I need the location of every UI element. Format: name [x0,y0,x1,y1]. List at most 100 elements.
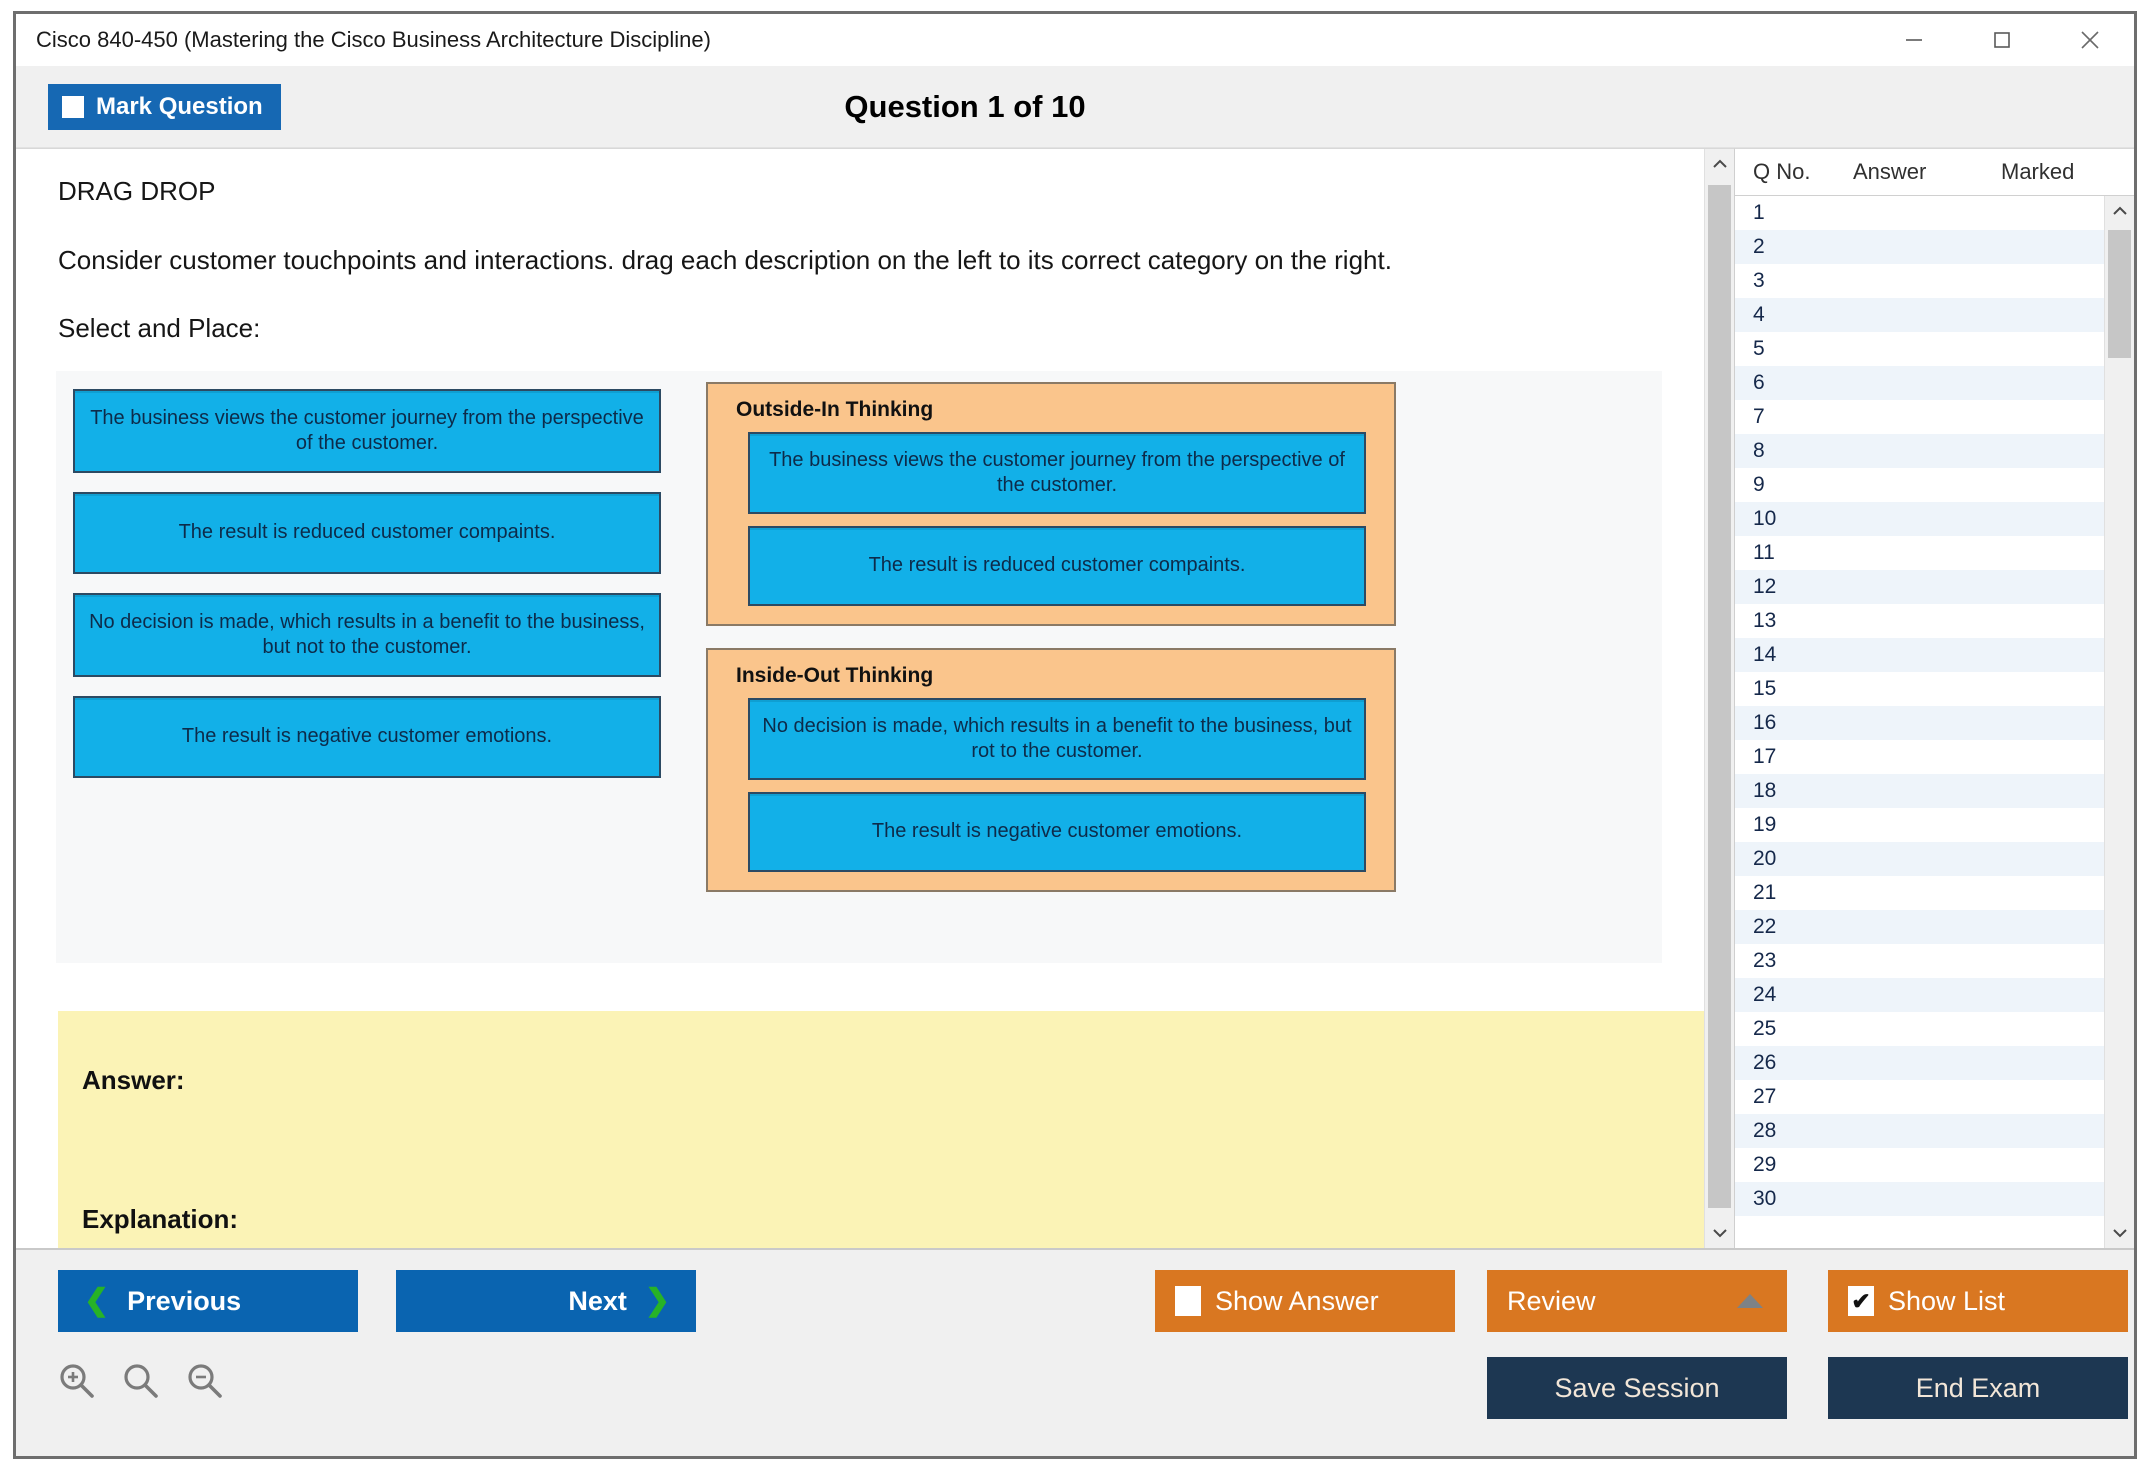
show-answer-checkbox-icon[interactable] [1175,1286,1201,1316]
question-list-row[interactable]: 9 [1735,468,2104,502]
chevron-right-icon: ❯ [644,1284,670,1317]
question-list-row[interactable]: 6 [1735,366,2104,400]
content-scroll-thumb[interactable] [1708,185,1731,1208]
show-answer-button[interactable]: Show Answer [1155,1270,1455,1332]
answer-explanation-panel: Answer: Explanation: [58,1010,1704,1248]
question-list-cell-no: 5 [1753,337,1765,360]
drop-category-inside-out[interactable]: Inside-Out Thinking No decision is made,… [706,647,1396,892]
mark-question-button[interactable]: Mark Question [48,83,281,130]
question-list-row[interactable]: 23 [1735,944,2104,978]
question-list-row[interactable]: 12 [1735,570,2104,604]
mark-question-checkbox-icon[interactable] [62,95,84,118]
column-header-qno: Q No. [1753,159,1811,184]
question-list-cell-no: 2 [1753,235,1765,258]
question-list-row[interactable]: 13 [1735,604,2104,638]
question-scroll-region: DRAG DROP Consider customer touchpoints … [16,149,1704,1248]
drag-source-item[interactable]: The result is reduced customer compaints… [73,491,661,574]
dropped-item[interactable]: No decision is made, which results in a … [748,697,1366,780]
drop-category-title: Outside-In Thinking [736,397,934,421]
dropped-item[interactable]: The result is reduced customer compaints… [748,525,1366,606]
zoom-in-icon[interactable] [56,1360,98,1407]
question-list-cell-no: 18 [1753,779,1777,802]
zoom-reset-icon[interactable] [120,1360,162,1407]
question-list-row[interactable]: 1 [1735,196,2104,230]
question-list-row[interactable]: 15 [1735,672,2104,706]
question-list-row[interactable]: 10 [1735,502,2104,536]
question-list-row[interactable]: 27 [1735,1080,2104,1114]
scroll-up-arrow-icon[interactable] [1705,149,1734,179]
question-list-row[interactable]: 28 [1735,1114,2104,1148]
close-icon[interactable] [2046,14,2134,66]
drag-source-item[interactable]: The result is negative customer emotions… [73,695,661,778]
dropped-item[interactable]: The result is negative customer emotions… [748,791,1366,872]
list-scroll-down-arrow-icon[interactable] [2105,1218,2134,1248]
column-header-answer: Answer [1853,159,1927,184]
question-prompt: Consider customer touchpoints and intera… [58,244,1392,275]
minimize-icon[interactable] [1870,14,1958,66]
question-list-cell-no: 20 [1753,847,1777,870]
question-list-row[interactable]: 24 [1735,978,2104,1012]
question-type-label: DRAG DROP [58,176,216,206]
drag-source-column: The business views the customer journey … [73,388,661,797]
maximize-icon[interactable] [1958,14,2046,66]
show-list-button[interactable]: ✔ Show List [1828,1270,2128,1332]
question-list-row[interactable]: 8 [1735,434,2104,468]
question-list-row[interactable]: 25 [1735,1012,2104,1046]
drop-category-title: Inside-Out Thinking [736,663,934,687]
drag-source-item[interactable]: The business views the customer journey … [73,388,661,473]
question-content-area: DRAG DROP Consider customer touchpoints … [16,148,1734,1248]
question-list-row[interactable]: 2 [1735,230,2104,264]
content-scroll-track[interactable] [1705,179,1734,1218]
question-list-row[interactable]: 16 [1735,706,2104,740]
review-label: Review [1507,1285,1596,1316]
explanation-label: Explanation: [82,1203,239,1234]
question-list-row[interactable]: 18 [1735,774,2104,808]
question-list-row[interactable]: 22 [1735,910,2104,944]
question-list-row[interactable]: 14 [1735,638,2104,672]
show-list-checkbox-icon[interactable]: ✔ [1848,1286,1874,1316]
end-exam-label: End Exam [1915,1372,2041,1403]
question-list-row[interactable]: 29 [1735,1148,2104,1182]
question-list-row[interactable]: 21 [1735,876,2104,910]
question-list-cell-no: 24 [1753,983,1777,1006]
content-scrollbar[interactable] [1704,149,1734,1248]
save-session-label: Save Session [1554,1372,1720,1403]
question-list-cell-no: 1 [1753,201,1765,224]
drag-drop-canvas: The business views the customer journey … [56,370,1662,963]
question-list-cell-no: 11 [1753,541,1775,564]
question-list-scrollbar[interactable] [2104,196,2134,1248]
next-button[interactable]: Next ❯ [396,1270,696,1332]
next-label: Next [568,1285,627,1316]
question-list-cell-no: 19 [1753,813,1777,836]
window-controls [1870,14,2134,66]
review-dropdown-button[interactable]: Review [1487,1270,1787,1332]
question-list-row[interactable]: 20 [1735,842,2104,876]
question-list-cell-no: 29 [1753,1153,1777,1176]
question-list-row[interactable]: 7 [1735,400,2104,434]
zoom-out-icon[interactable] [184,1360,226,1407]
drag-source-item[interactable]: No decision is made, which results in a … [73,592,661,677]
question-list-cell-no: 17 [1753,745,1777,768]
question-list-row[interactable]: 30 [1735,1182,2104,1216]
question-list-row[interactable]: 4 [1735,298,2104,332]
window-title: Cisco 840-450 (Mastering the Cisco Busin… [36,27,711,52]
question-list-cell-no: 27 [1753,1085,1777,1108]
end-exam-button[interactable]: End Exam [1828,1357,2128,1419]
question-list-row[interactable]: 11 [1735,536,2104,570]
dropped-item[interactable]: The business views the customer journey … [748,431,1366,514]
question-list-cell-no: 3 [1753,269,1765,292]
previous-button[interactable]: ❮ Previous [58,1270,358,1332]
question-list-cell-no: 23 [1753,949,1777,972]
scroll-down-arrow-icon[interactable] [1705,1218,1734,1248]
question-list-row[interactable]: 26 [1735,1046,2104,1080]
list-scroll-track[interactable] [2105,226,2134,1218]
drop-category-outside-in[interactable]: Outside-In Thinking The business views t… [706,381,1396,626]
question-list-row[interactable]: 3 [1735,264,2104,298]
question-list-row[interactable]: 5 [1735,332,2104,366]
list-scroll-thumb[interactable] [2108,230,2131,358]
question-list-row[interactable]: 17 [1735,740,2104,774]
list-scroll-up-arrow-icon[interactable] [2105,196,2134,226]
question-list-row[interactable]: 19 [1735,808,2104,842]
save-session-button[interactable]: Save Session [1487,1357,1787,1419]
